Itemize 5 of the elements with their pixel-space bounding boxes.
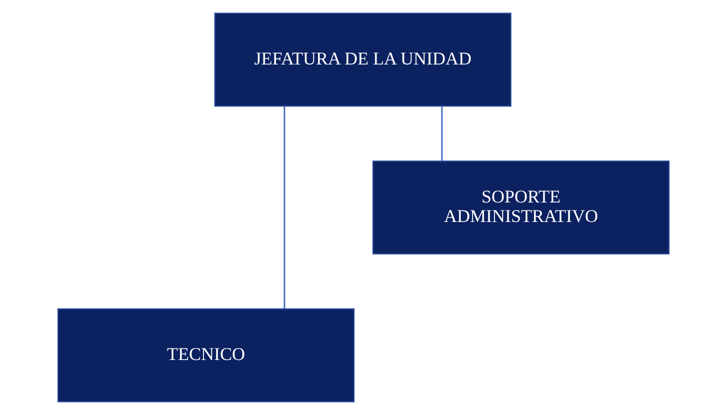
connector [283, 106, 285, 309]
connector [440, 106, 442, 161]
node-box: JEFATURA DE LA UNIDAD [214, 12, 511, 107]
node-box: SOPORTE ADMINISTRATIVO [372, 160, 669, 254]
node-box: TECNICO [57, 308, 354, 402]
